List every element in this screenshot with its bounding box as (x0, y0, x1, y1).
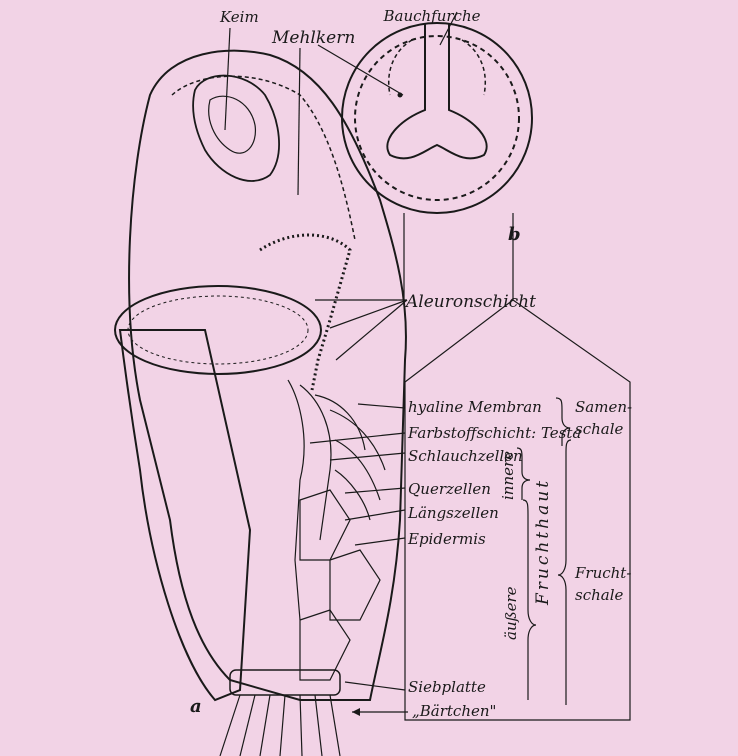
grain-outline (129, 51, 406, 700)
label-innere: innere (499, 451, 517, 500)
label-quer: Querzellen (408, 480, 491, 498)
germ-detail (209, 96, 256, 153)
coat-layers (288, 380, 385, 680)
label-fruchthaut: Fruchthaut (533, 478, 553, 606)
cross-section-outer (342, 23, 532, 213)
label-laengs: Längszellen (407, 504, 499, 522)
cross-section (342, 23, 532, 213)
crease-inner (389, 40, 486, 95)
endosperm-boundary (172, 76, 355, 240)
label-fruchtschale-2: schale (575, 586, 623, 604)
husk-front (120, 330, 250, 700)
label-hyaline: hyaline Membran (408, 398, 542, 416)
label-baertchen: „Bärtchen" (412, 702, 496, 720)
label-samenschale-1: Samen- (575, 398, 632, 416)
panel-label-b: b (508, 224, 521, 245)
label-keim: Keim (219, 8, 259, 26)
label-aeussere: äußere (502, 586, 520, 640)
label-samenschale-2: schale (575, 420, 623, 438)
bristles (220, 695, 340, 756)
label-aleuron: Aleuronschicht (404, 292, 536, 312)
label-epidermis: Epidermis (407, 530, 486, 548)
panel-label-a: a (190, 696, 202, 717)
label-mehlkern: Mehlkern (271, 28, 355, 48)
label-siebplatte: Siebplatte (408, 678, 486, 696)
cross-section-inner (355, 36, 519, 200)
crease (387, 24, 486, 158)
label-farbstoff: Farbstoffschicht: Testa (407, 424, 581, 442)
germ (193, 76, 279, 181)
leader-lines (225, 12, 630, 720)
sieve-plate (230, 670, 340, 695)
grain-illustration (115, 51, 406, 756)
label-bauchfurche: Bauchfurche (382, 7, 480, 25)
label-fruchtschale-1: Frucht- (574, 564, 631, 582)
